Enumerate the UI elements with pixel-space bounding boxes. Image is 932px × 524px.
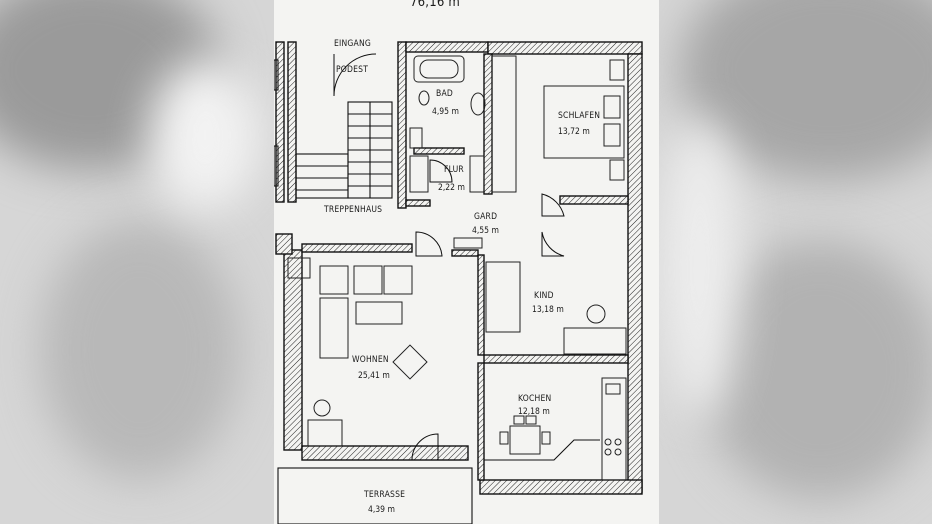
flur-cabinet-right [469,155,485,193]
armchair-1 [319,265,349,295]
wall-gard-kind [559,195,629,205]
dining-chair-3 [513,415,525,425]
label-schlafen: SCHLAFEN [558,111,600,121]
wall-stair-bottom [405,199,431,207]
kind-bed [485,261,521,333]
area-kind: 13,18 m [532,305,564,315]
bath-cabinet [409,127,423,149]
living-cabinet [287,257,311,279]
side-table [392,344,428,380]
nightstand-2 [609,159,625,181]
label-kochen: KOCHEN [518,394,551,404]
flur-cabinet-left [409,155,429,193]
stove-burner-1 [604,438,612,446]
bathtub [413,55,465,83]
area-terrasse: 4,39 m [368,505,395,515]
wardrobe-bedroom [491,55,517,193]
door-kind [541,231,565,257]
label-kind: KIND [534,291,554,301]
garderobe-bench [453,237,483,249]
label-terrasse: TERRASSE [363,490,405,500]
label-wohnen: WOHNEN [352,355,389,365]
wall-bottom-living [301,445,469,461]
staircase [295,101,393,199]
double-bed [543,85,625,159]
kitchen-counter [601,377,627,481]
stove-burner-2 [614,438,622,446]
dining-table [509,425,541,455]
wall-bath-bedroom [483,53,493,195]
label-flur: FLUR [444,165,464,175]
pillow-1 [603,95,621,119]
wall-top-bedroom [487,41,643,55]
floor-plan-drawing: 76,16 m [274,0,643,524]
wall-living-top [301,243,413,253]
area-gard: 4,55 m [472,226,499,236]
label-treppenhaus: TREPPENHAUS [323,205,382,215]
wall-bath-flur [413,147,465,155]
pillow-2 [603,123,621,147]
wall-stair-left [287,41,297,203]
nightstand-1 [609,59,625,81]
wall-kind-kitchen [483,354,629,364]
area-wohnen: 25,41 m [358,371,390,381]
terrace-outline [277,467,473,524]
toilet [418,90,430,106]
floor-plan-image: 76,16 m [274,0,659,524]
bathtub-inner [419,59,459,79]
kitchen-sink [605,383,621,395]
wall-bottom-kitchen [479,479,643,495]
door-living [415,231,443,257]
wall-gard-bottom [451,249,479,257]
wall-kitchen-left [477,362,485,481]
door-bedroom [541,193,565,217]
living-desk [307,419,343,447]
plant [313,399,331,417]
kitchen-counter-line [484,439,600,461]
wall-corner-left [275,233,293,255]
wall-top-bath [405,41,489,53]
label-bad: BAD [436,89,453,99]
area-flur: 2,22 m [438,183,465,193]
stove-burner-4 [614,448,622,456]
area-bad: 4,95 m [432,107,459,117]
label-eingang: EINGANG [334,39,371,49]
window-left-1 [274,59,279,91]
sofa-left [319,297,349,359]
wall-left-living [283,249,303,451]
label-gard: GARD [474,212,497,222]
armchair-3 [383,265,413,295]
wall-stair-right [397,41,407,209]
kind-lamp [586,304,606,324]
kind-desk [563,327,627,355]
dining-chair-2 [541,431,551,445]
dining-chair-1 [499,431,509,445]
bath-sink [470,92,486,116]
header-area-fragment: 76,16 m [410,0,460,10]
door-terrace [411,433,439,461]
window-left-2 [274,145,279,187]
wall-right [627,53,643,493]
stove-burner-3 [604,448,612,456]
area-schlafen: 13,72 m [558,127,590,137]
area-kochen: 12,18 m [518,407,550,417]
dining-chair-4 [525,415,537,425]
wall-left-upper [275,41,285,203]
armchair-2 [353,265,383,295]
wall-living-kind [477,254,485,356]
label-podest: PODEST [336,65,368,75]
door-flur [429,159,453,183]
door-entrance [333,53,377,97]
coffee-table [355,301,403,325]
